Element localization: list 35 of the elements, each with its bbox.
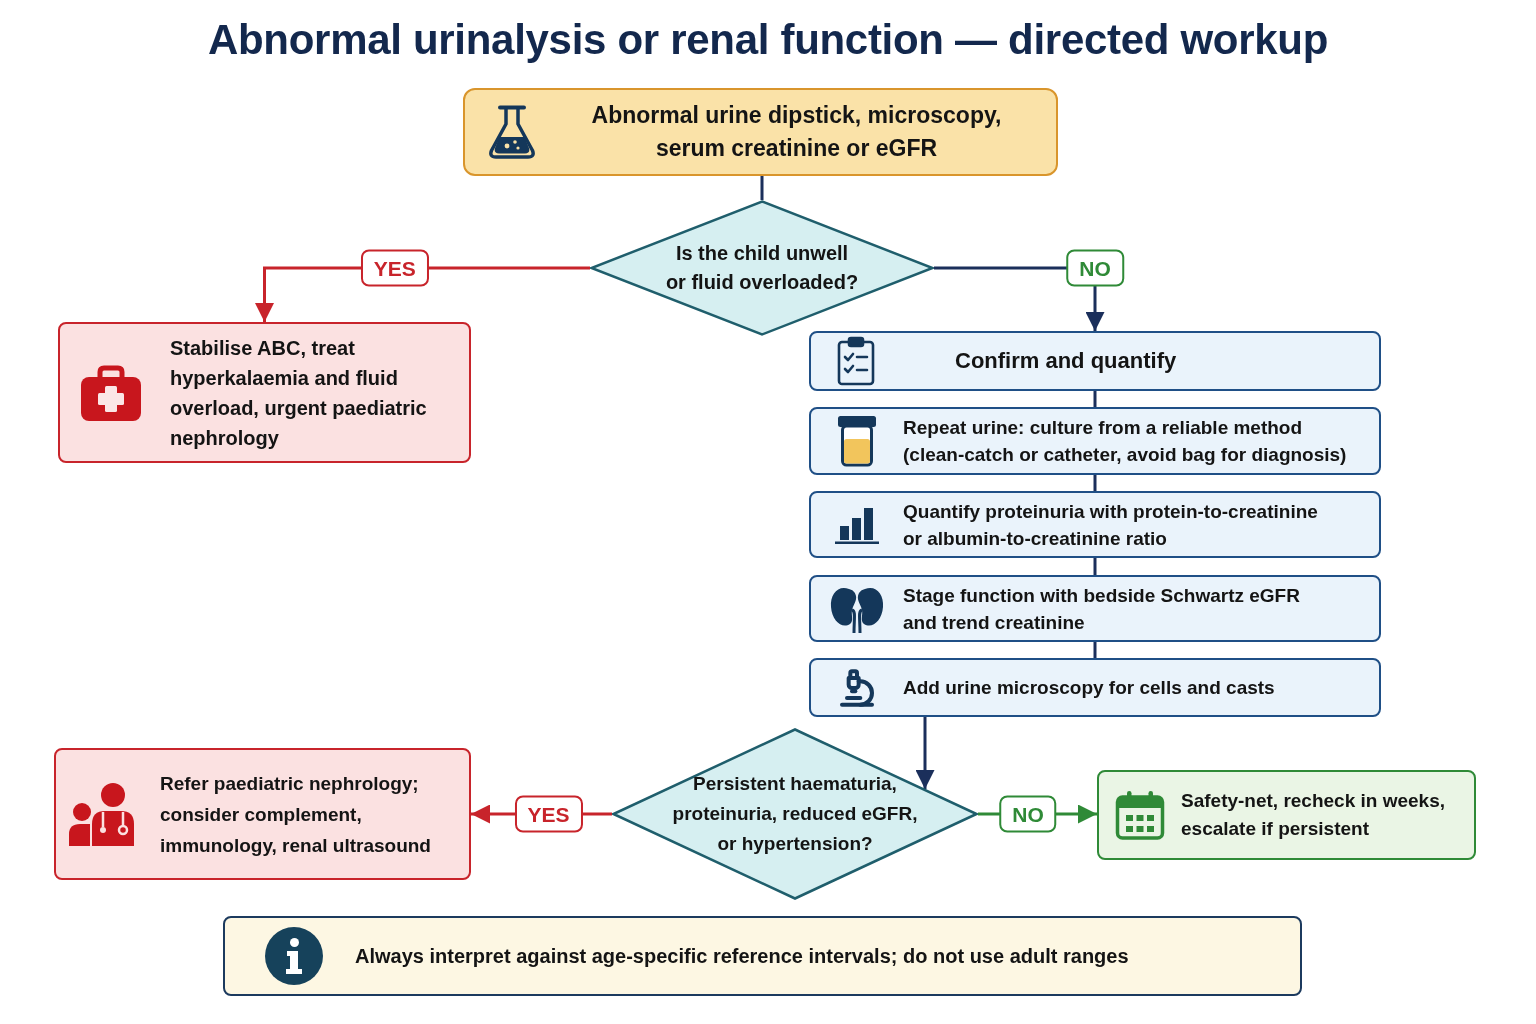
question-text: Persistent haematuria, proteinuria, reduced eGFR, or hypertension? xyxy=(671,772,919,856)
note-text: Always interpret against age-specific reference intervals; do not use adult ranges xyxy=(355,944,1129,969)
step-text: Add urine microscopy for cells and casts xyxy=(903,676,1276,700)
action-text: Safety-net, recheck in weeks, escalate if persistent xyxy=(1181,789,1446,841)
connector-line xyxy=(760,176,764,200)
connector-line xyxy=(1093,391,1097,407)
diagram-title: Abnormal urinalysis or renal function — directed workup xyxy=(208,15,1328,65)
process-box xyxy=(809,575,1381,642)
start-box xyxy=(463,88,1058,176)
process-box xyxy=(809,491,1381,558)
step-text: Repeat urine: culture from a reliable method (clean-catch or catheter, avoid bag for diagnosis) xyxy=(903,416,1348,467)
heading-text: Confirm and quantify xyxy=(955,347,1177,375)
process-box xyxy=(809,658,1381,717)
step-text: Quantify proteinuria with protein-to-creatinine or albumin-to-creatinine ratio xyxy=(903,499,1319,551)
decision-diamond xyxy=(612,728,978,900)
connector-line xyxy=(1093,642,1097,658)
process-box xyxy=(809,407,1381,475)
urgent-action-box xyxy=(58,322,471,463)
decision-diamond xyxy=(590,200,934,336)
urgent-action-box xyxy=(54,748,471,880)
process-box xyxy=(809,331,1381,391)
arrow xyxy=(915,717,935,790)
action-text: Refer paediatric nephrology; consider complement, immunology, renal ultrasound xyxy=(160,771,432,858)
connector-line xyxy=(1093,558,1097,575)
connector-line xyxy=(1093,475,1097,491)
action-text: Stabilise ABC, treat hyperkalaemia and fluid overload, urgent paediatric nephrology xyxy=(170,335,428,451)
question-text: Is the child unwell or fluid overloaded? xyxy=(664,241,860,295)
edge-label: YES xyxy=(514,795,583,833)
finding-text: Abnormal urine dipstick, microscopy, serum creatinine or eGFR xyxy=(590,101,1003,163)
edge-label: YES xyxy=(360,249,429,287)
step-text: Stage function with bedside Schwartz eGFR and trend creatinine xyxy=(903,583,1301,635)
note-box xyxy=(223,916,1302,996)
edge-label: NO xyxy=(999,795,1057,833)
action-box xyxy=(1097,770,1476,860)
edge-label: NO xyxy=(1066,249,1124,287)
